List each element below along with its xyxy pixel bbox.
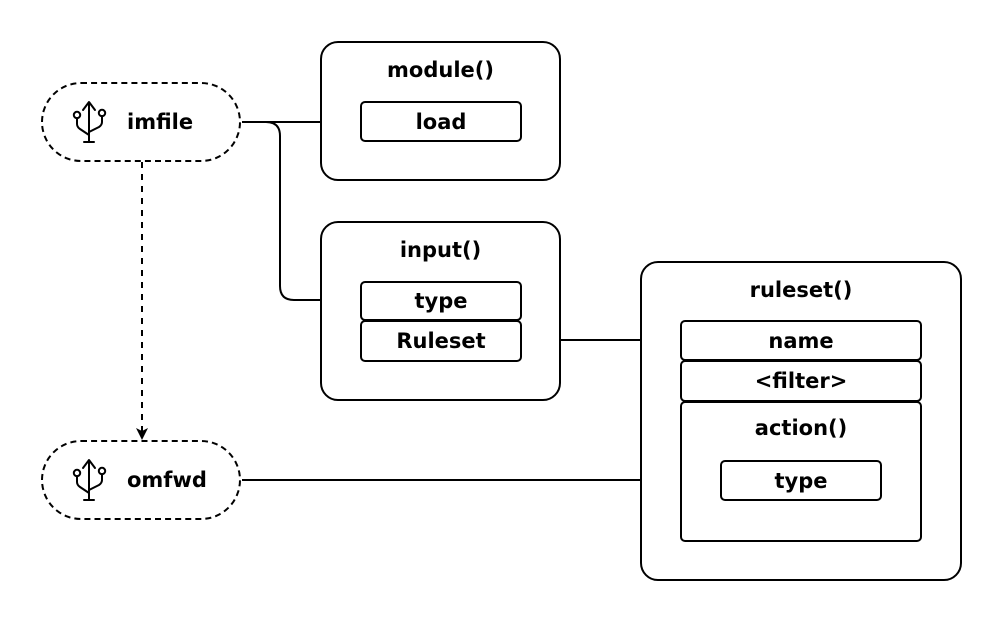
usb-icon	[72, 459, 107, 501]
usb-icon	[72, 101, 107, 143]
edge-imfile-to-input-type	[242, 121, 360, 306]
module-node-imfile[interactable]: imfile	[41, 82, 241, 162]
ruleset-block-title: ruleset()	[749, 278, 853, 302]
action-block-title: action()	[754, 416, 848, 440]
module-block-title: module()	[387, 58, 494, 82]
field-action-type[interactable]: type	[720, 460, 882, 501]
input-block-title: input()	[399, 238, 482, 262]
module-label-imfile: imfile	[127, 110, 194, 134]
module-label-omfwd: omfwd	[127, 468, 207, 492]
field-ruleset-filter[interactable]: <filter>	[680, 360, 922, 402]
field-load[interactable]: load	[360, 101, 522, 142]
field-input-ruleset[interactable]: Ruleset	[360, 320, 522, 362]
module-node-omfwd[interactable]: omfwd	[41, 440, 241, 520]
field-input-type[interactable]: type	[360, 281, 522, 321]
field-ruleset-name[interactable]: name	[680, 320, 922, 361]
